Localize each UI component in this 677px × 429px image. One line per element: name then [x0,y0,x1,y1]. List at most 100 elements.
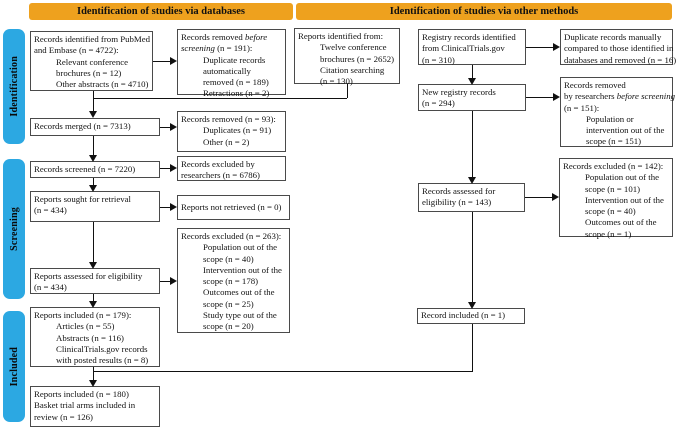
text-line: scope (n = 1) [585,228,632,239]
box-reports-included-180: Reports included (n = 180) Basket trial … [30,386,160,427]
connector-reports-join-horizontal [93,98,347,99]
text-line: Intervention out of the [585,194,664,205]
box-records-excluded-142: Records excluded (n = 142): Population o… [559,158,673,239]
text-line: Records excluded by [181,159,255,169]
text-line: (n = 310) [422,54,455,65]
text-line: scope (n = 101) [585,183,641,194]
arrowhead-identified-to-merged [89,111,97,118]
text-line: brochures (n = 12) [56,67,122,78]
text-line: eligibility (n = 143) [422,197,492,208]
arrowhead-screened-to-sought [89,185,97,192]
box-records-removed-before-screening: Records removed before screening (n = 19… [177,29,286,98]
arrowhead-newregistry-to-removed [553,93,560,101]
text-line: Population out of the [585,172,660,183]
text-line: (n = 434) [34,205,67,216]
text-segment: (n = 191): [214,43,253,54]
text-line: Records merged (n = 7313) [34,121,131,132]
text-line: Other (n = 2) [203,136,250,147]
text-line: Outcomes out of the [203,287,275,298]
text-line: intervention out of the [586,125,665,136]
text-line: Records excluded (n = 263): [181,231,282,241]
connector-screened-to-sought [93,178,94,185]
text-line: Retractions (n = 2) [203,88,270,99]
text-line: Abstracts (n = 116) [56,332,124,343]
text-line: Reports identified from: [298,31,384,41]
connector-registry-to-newregistry [472,65,473,78]
section-header-databases: Identification of studies via databases [29,3,293,20]
phase-label-screening: Screening [3,159,25,299]
text-segment: Records removed [181,32,246,42]
text-line: Relevant conference [56,56,129,67]
connector-recordincluded-down [472,324,473,372]
box-reports-identified-other: Reports identified from: Twelve conferen… [294,28,400,87]
text-line: (n = 130) [320,76,353,87]
text-segment: screening [181,43,215,54]
text-line: removed (n = 189) [203,77,269,88]
connector-identified-to-merged [93,91,94,112]
phase-label-screening-text: Screening [8,207,20,251]
text-line: Duplicates (n = 91) [203,125,272,136]
box-excluded-by-researchers: Records excluded by researchers (n = 678… [177,156,286,181]
arrowhead-assessed143-to-excluded142 [552,193,559,201]
connector-newregistry-to-assessed143 [472,111,473,177]
connector-sought-to-assessed [93,222,94,262]
connector-screened-to-excluded [160,168,170,169]
connector-assessed143-to-excluded142 [525,197,552,198]
connector-sought-to-notretrieved [160,207,170,208]
section-header-other-methods: Identification of studies via other meth… [296,3,672,20]
box-new-registry-records: New registry records (n = 294) [418,84,526,111]
arrowhead-merged-to-screened [89,155,97,162]
box-records-assessed-143: Records assessed for eligibility (n = 14… [418,183,525,212]
text-line: Duplicate records manually [564,32,662,42]
arrowhead-registry-to-newregistry [468,78,476,85]
text-line: Duplicate records [203,54,266,65]
connector-merged-to-screened [93,136,94,155]
section-header-databases-label: Identification of studies via databases [76,6,245,17]
box-records-screened: Records screened (n = 7220) [30,161,160,178]
text-line: scope (n = 40) [585,206,636,217]
text-line: Reports sought for retrieval [34,194,131,204]
text-line: Citation searching [320,64,385,75]
text-line: (n = 434) [34,282,67,293]
text-line: by researchers before screening [564,91,675,102]
text-line: review (n = 126) [34,411,93,422]
box-reports-not-retrieved: Reports not retrieved (n = 0) [177,195,290,220]
text-line: Reports not retrieved (n = 0) [181,201,282,212]
box-reports-assessed: Reports assessed for eligibility (n = 43… [30,268,160,294]
text-line: Basket trial arms included in [34,400,136,411]
connector-merged-to-removed93 [160,127,170,128]
arrowhead-included179-to-included180 [89,380,97,387]
text-line: scope (n = 25) [203,298,254,309]
text-line: New registry records [422,87,496,97]
text-line: screening (n = 191): [181,43,282,54]
connector-bottom-merge-horizontal [93,371,473,372]
text-line: Record included (n = 1) [421,310,506,321]
connector-reports-identified-down [347,84,348,98]
text-line: ClinicalTrials.gov records [56,343,148,354]
text-segment: by researchers [564,91,617,102]
text-line: Reports included (n = 179): [34,310,132,320]
text-line: with posted results (n = 8) [56,355,149,366]
connector-registry-to-duplicates [526,47,553,48]
text-line: Outcomes out of the [585,217,657,228]
text-line: Reports assessed for eligibility [34,271,143,281]
text-line: Other abstracts (n = 4710) [56,79,149,90]
text-line: Records screened (n = 7220) [34,163,136,174]
box-records-identified-databases: Records identified from PubMed and Embas… [30,31,153,91]
text-line: Registry records identified [422,32,516,42]
text-line: Twelve conference [320,42,387,53]
box-reports-included-179: Reports included (n = 179): Articles (n … [30,307,160,367]
phase-label-included-text: Included [8,346,20,387]
text-line: databases and removed (n = 16) [564,54,677,65]
arrowhead-sought-to-assessed [89,262,97,269]
section-header-other-methods-label: Identification of studies via other meth… [389,6,579,17]
phase-label-identification-text: Identification [8,56,20,117]
text-line: scope (n = 151) [586,136,642,147]
text-line: and Embase (n = 4722): [34,45,119,56]
text-line: Articles (n = 55) [56,321,115,332]
text-line: scope (n = 40) [203,253,254,264]
text-line: Study type out of the [203,310,277,321]
arrowhead-merged-to-removed93 [170,123,177,131]
arrowhead-assessed-to-included179 [89,301,97,308]
